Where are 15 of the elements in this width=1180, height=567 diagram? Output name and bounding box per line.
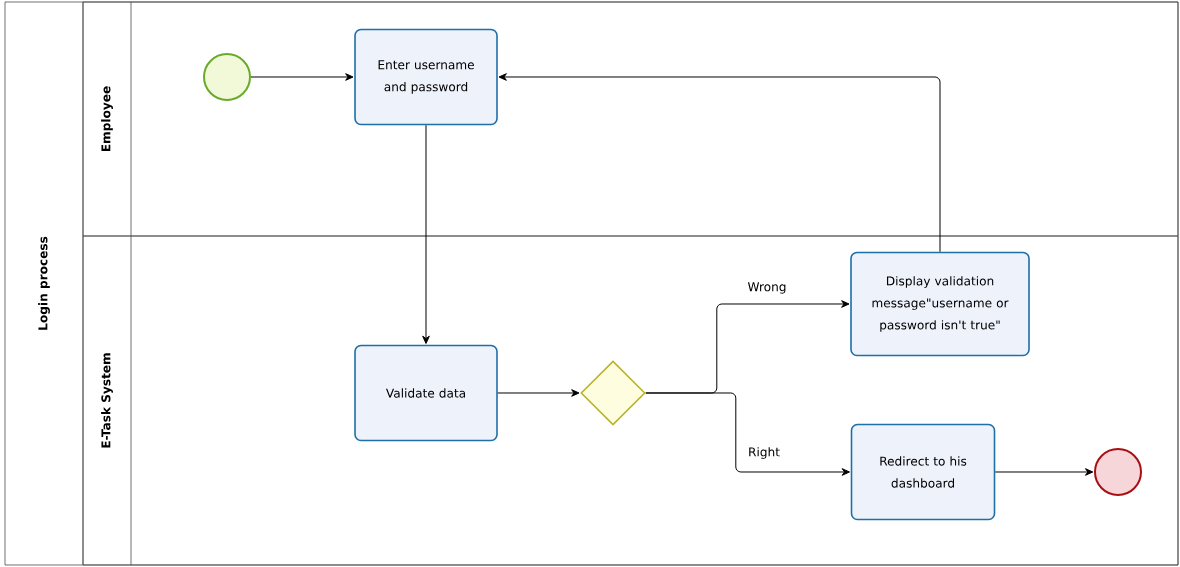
task-box: Validate data xyxy=(354,344,498,442)
arrow xyxy=(497,389,580,397)
task-box: Enter username and password xyxy=(354,28,498,126)
arrow xyxy=(994,468,1094,476)
gateway-diamond xyxy=(580,360,646,426)
arrow xyxy=(645,392,850,476)
end-event-circle xyxy=(1094,448,1142,496)
arrow xyxy=(498,73,941,253)
task-box: Display validation message"username or password isn't true" xyxy=(850,251,1030,357)
edge-label: Right xyxy=(747,446,781,460)
arrow xyxy=(422,124,430,344)
edge-label: Wrong xyxy=(746,281,788,295)
arrow xyxy=(250,73,354,81)
task-box: Redirect to his dashboard xyxy=(850,423,996,521)
start-event-circle xyxy=(203,53,251,101)
